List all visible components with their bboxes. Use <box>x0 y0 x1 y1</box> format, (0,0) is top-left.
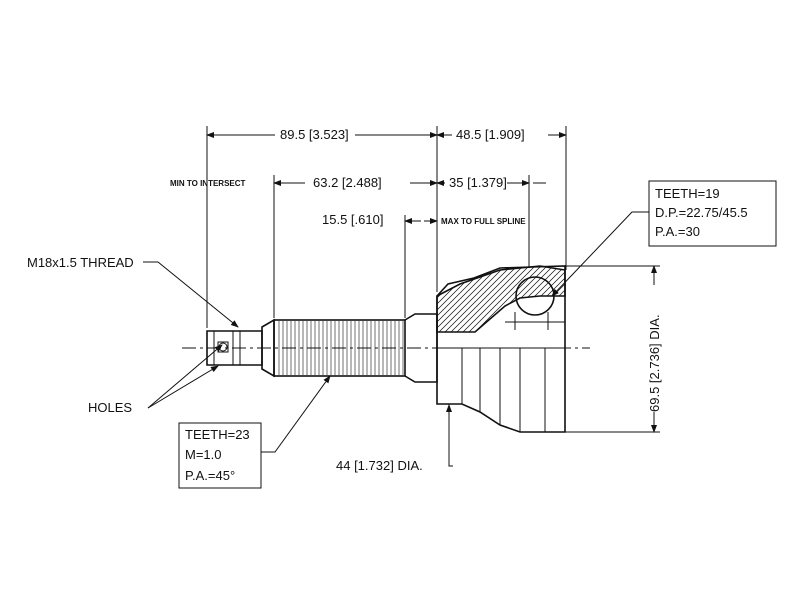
outer-spline-box <box>178 422 262 489</box>
hatch-line <box>538 266 565 332</box>
hatch-line <box>514 266 565 332</box>
hatch-line <box>437 266 512 332</box>
inner-spline-pa: P.A.=30 <box>655 224 700 239</box>
hole-circle <box>218 342 228 352</box>
hatch-line <box>437 266 458 332</box>
hatch-line <box>532 266 565 332</box>
outer-spline-m: M=1.0 <box>185 447 222 462</box>
hatch-line <box>448 266 530 332</box>
inner-spline-dp: D.P.=22.75/45.5 <box>655 205 748 220</box>
inner-spline-box <box>648 180 777 247</box>
thread-callout: M18x1.5 THREAD <box>27 255 134 270</box>
holes-callout: HOLES <box>88 400 132 415</box>
hatch-line <box>437 266 470 332</box>
cv-joint-part <box>206 260 655 433</box>
hatch-line <box>454 266 536 332</box>
max-to-full-spline-caption: MAX TO FULL SPLINE <box>441 217 526 226</box>
hole-marker-top <box>217 341 229 353</box>
hatch-line <box>329 260 409 340</box>
hatch-line <box>437 266 506 332</box>
hatch-line <box>437 266 500 332</box>
hatch-line <box>437 266 482 332</box>
hatch-line <box>550 266 565 332</box>
outer-race-body <box>436 265 566 433</box>
hatch-line <box>341 260 421 340</box>
hatch-line <box>437 266 488 332</box>
hatch-line <box>353 260 433 340</box>
hatch-line <box>508 266 565 332</box>
hatch-line <box>437 266 476 332</box>
seal-diameter-leader <box>448 404 453 467</box>
ball <box>515 276 555 316</box>
hatch-line <box>442 266 524 332</box>
hatch-line <box>544 266 565 332</box>
holes-leader-2 <box>147 365 219 409</box>
hatch-line <box>466 266 548 332</box>
outer-spline-leader <box>261 375 331 453</box>
min-to-intersect-value: 63.2 [2.488] <box>313 175 382 190</box>
outer-spline-teeth: TEETH=23 <box>185 427 250 442</box>
hatch-line <box>460 266 542 332</box>
outer-diameter-label: 69.5 [2.736] DIA. <box>647 314 662 412</box>
thread-leader <box>143 261 239 328</box>
outer-spline-pa: P.A.=45° <box>185 468 235 483</box>
hatch-line <box>472 266 554 332</box>
min-to-intersect-caption: MIN TO INTERSECT <box>170 179 246 188</box>
hatch-line <box>569 260 649 340</box>
hatch-line <box>526 266 565 332</box>
hatch-line <box>556 266 565 332</box>
joint-length-label: 48.5 [1.909] <box>456 127 525 142</box>
holes-leader-1 <box>147 344 223 409</box>
overall-length-label: 89.5 [3.523] <box>280 127 349 142</box>
hatch-line <box>317 260 397 340</box>
hatch-line <box>520 266 565 332</box>
hatch-line <box>437 266 494 332</box>
inner-spline-leader <box>551 211 649 297</box>
intersect-to-end-label: 35 [1.379] <box>449 175 507 190</box>
splined-shaft <box>273 319 406 377</box>
hatch-line <box>575 260 655 340</box>
max-to-full-spline-value: 15.5 [.610] <box>322 212 383 227</box>
spline-teeth <box>278 321 404 375</box>
seal-diameter-label: 44 [1.732] DIA. <box>336 458 423 473</box>
inner-spline-teeth: TEETH=19 <box>655 186 720 201</box>
hatch-line <box>437 266 518 332</box>
hatch-line <box>490 266 565 332</box>
